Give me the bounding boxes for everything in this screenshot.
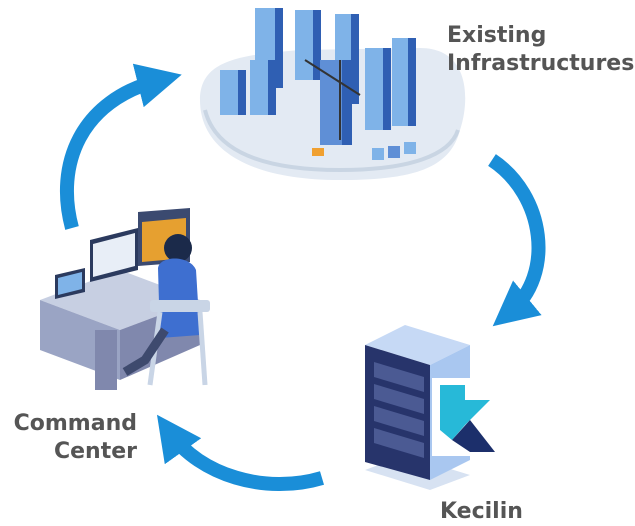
cycle-arrow-icon xyxy=(156,414,324,491)
label-kecilin: Kecilin xyxy=(440,498,523,526)
command-center-illustration-icon xyxy=(40,208,210,390)
kecilin-logo-icon xyxy=(432,378,500,456)
label-command-center: Command Center xyxy=(0,410,137,466)
label-line: Command xyxy=(13,411,137,436)
label-existing-infrastructures: Existing Infrastructures xyxy=(447,22,634,78)
label-line: Kecilin xyxy=(440,499,523,524)
label-line: Center xyxy=(53,439,137,464)
cycle-arrow-icon xyxy=(59,63,182,230)
label-line: Existing xyxy=(447,23,547,48)
label-line: Infrastructures xyxy=(447,51,635,76)
cycle-arrow-icon xyxy=(487,154,546,327)
city-illustration-icon xyxy=(200,8,466,180)
